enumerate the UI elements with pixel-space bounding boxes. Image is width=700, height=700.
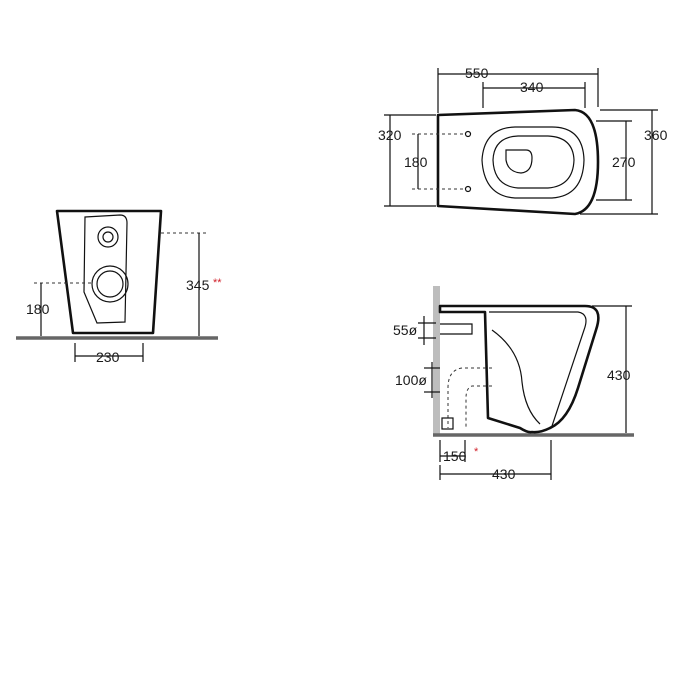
front-height-mark: ** — [213, 277, 222, 289]
top-fixing-spacing-label: 180 — [404, 154, 428, 170]
side-supply-inlet — [440, 323, 473, 335]
side-drain-offset-mark: * — [474, 446, 479, 458]
front-supply-hole — [97, 226, 119, 248]
top-drain-outline — [505, 149, 533, 174]
front-outlet-height-label: 180 — [26, 301, 50, 317]
front-body-outline — [55, 209, 163, 335]
top-fixing-distance-label: 340 — [520, 79, 544, 95]
top-width-label: 320 — [378, 127, 402, 143]
top-overall-width-label: 360 — [644, 127, 668, 143]
front-view: 345 ** 180 230 — [16, 209, 222, 365]
top-bowl-width-label: 270 — [612, 154, 636, 170]
front-height-label: 345 — [186, 277, 210, 293]
side-wall — [433, 286, 440, 436]
side-trapway — [491, 329, 541, 425]
side-supply-diameter-label: 55ø — [393, 322, 418, 338]
front-supply-hole-inner — [102, 231, 114, 243]
top-view: 550 340 320 180 270 360 — [378, 65, 668, 216]
side-height-label: 430 — [607, 367, 631, 383]
side-drain-diameter-label: 100ø — [395, 372, 427, 388]
top-fixing-hole-lower — [464, 185, 472, 193]
side-depth-label: 430 — [492, 466, 516, 482]
front-outlet-hole-inner — [96, 270, 124, 298]
side-body-outline — [438, 304, 600, 434]
side-drain-flange — [441, 417, 454, 430]
side-drain-pipe — [447, 367, 492, 428]
top-bowl-opening — [492, 135, 575, 189]
top-length-label: 550 — [465, 65, 489, 81]
top-body-outline — [436, 108, 600, 216]
side-bowl-interior — [489, 311, 587, 427]
top-fixing-hole-upper — [464, 130, 472, 138]
front-cistern-recess — [83, 214, 128, 324]
side-drain-offset-label: 150 — [443, 448, 467, 464]
top-seat-outline — [481, 126, 585, 199]
front-outlet-hole — [91, 265, 129, 303]
side-view: 55ø 100ø 150 * 430 430 — [393, 286, 634, 482]
front-width-label: 230 — [96, 349, 120, 365]
